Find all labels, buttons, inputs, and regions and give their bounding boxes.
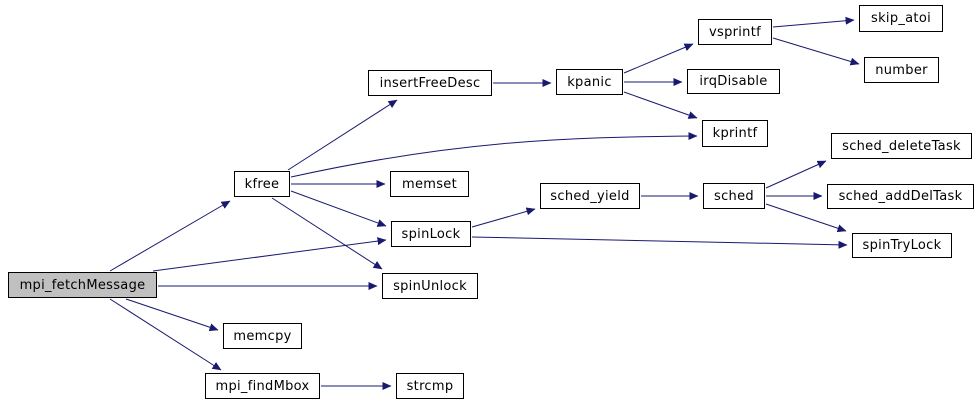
edge-kfree-spinUnlock [271,197,383,270]
edge-vsprintf-number [772,37,860,66]
edge-vsprintf-skip_atoi [772,16,855,28]
node-mpi_findMbox[interactable]: mpi_findMbox [205,373,320,399]
node-kfree[interactable]: kfree [234,171,290,197]
node-spinTryLock[interactable]: spinTryLock [852,233,952,258]
node-skip_atoi[interactable]: skip_atoi [859,5,943,32]
edge-mpi_fetchMessage-kfree [109,200,231,272]
edge-kfree-insertFreeDesc [287,99,398,171]
node-memset[interactable]: memset [390,171,469,197]
node-insertFreeDesc[interactable]: insertFreeDesc [368,70,492,96]
edge-mpi_fetchMessage-spinLock [152,237,387,272]
node-strcmp[interactable]: strcmp [396,373,464,399]
node-mpi_fetchMessage: mpi_fetchMessage [8,272,157,298]
node-sched_yield[interactable]: sched_yield [540,183,640,209]
edge-kpanic-vsprintf [623,43,694,74]
edge-spinLock-sched_yield [471,207,536,228]
node-kprintf[interactable]: kprintf [702,120,768,147]
node-irqDisable[interactable]: irqDisable [687,69,780,94]
edge-sched-spinTryLock [765,203,847,233]
node-spinUnlock[interactable]: spinUnlock [382,273,478,299]
node-sched[interactable]: sched [703,183,765,209]
edge-kpanic-kprintf [623,91,698,119]
node-spinLock[interactable]: spinLock [391,221,471,247]
node-kpanic[interactable]: kpanic [556,69,623,95]
node-sched_deleteTask[interactable]: sched_deleteTask [831,133,972,159]
node-number[interactable]: number [864,57,939,83]
node-sched_addDelTask[interactable]: sched_addDelTask [827,184,974,209]
edge-sched-sched_deleteTask [765,160,827,189]
edge-mpi_fetchMessage-memcpy [125,298,219,332]
node-memcpy[interactable]: memcpy [223,323,302,349]
edge-kfree-kprintf [290,132,698,178]
edge-kfree-spinLock [290,190,387,227]
node-vsprintf[interactable]: vsprintf [698,19,772,45]
edge-spinLock-spinTryLock [471,236,848,249]
edge-mpi_fetchMessage-mpi_findMbox [109,298,222,371]
